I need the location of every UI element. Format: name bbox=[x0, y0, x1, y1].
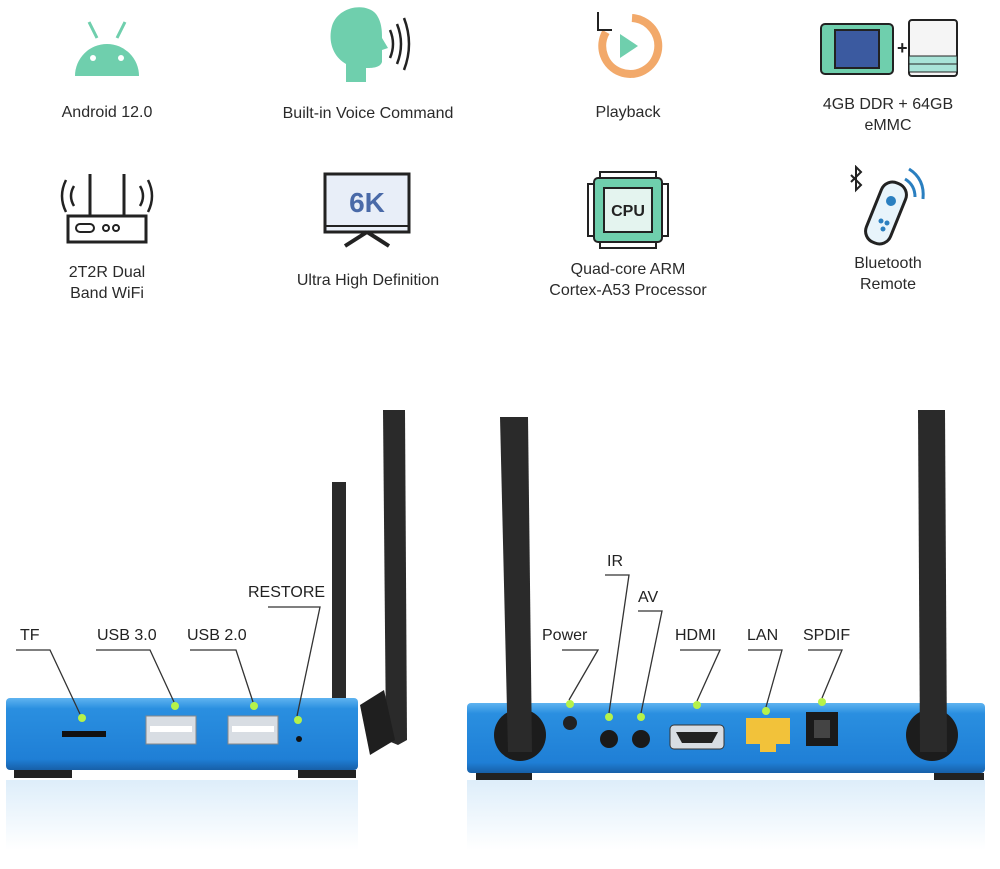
port-label-av: AV bbox=[638, 589, 659, 606]
feature-label: Playback bbox=[595, 104, 661, 121]
port-label-ir: IR bbox=[607, 553, 623, 570]
feature-label: Built-in Voice Command bbox=[282, 105, 454, 122]
voice-head-icon bbox=[330, 7, 411, 82]
feature-label: Ultra High Definition bbox=[296, 272, 440, 289]
wifi-router-icon bbox=[60, 174, 154, 244]
feature-playback: Playback bbox=[508, 10, 748, 123]
antenna bbox=[383, 410, 407, 745]
tf-slot bbox=[62, 731, 106, 737]
memory-storage-icon: + bbox=[820, 19, 958, 77]
back-view-device bbox=[467, 410, 985, 850]
leader-lines bbox=[562, 574, 843, 714]
port-label-usb3: USB 3.0 bbox=[97, 627, 157, 644]
android-icon bbox=[75, 21, 139, 76]
bluetooth-remote-icon bbox=[850, 165, 925, 246]
lan-port bbox=[746, 718, 790, 752]
svg-text:CPU: CPU bbox=[611, 203, 645, 220]
port-label-usb2: USB 2.0 bbox=[187, 627, 247, 644]
port-label-power: Power bbox=[542, 627, 588, 644]
bluetooth-icon bbox=[850, 165, 863, 193]
restore-hole bbox=[296, 736, 302, 742]
antenna bbox=[332, 482, 346, 704]
cpu-icon: CPU bbox=[587, 171, 669, 249]
leader-lines bbox=[16, 606, 321, 717]
port-label-lan: LAN bbox=[747, 627, 779, 644]
port-label-spdif: SPDIF bbox=[803, 627, 851, 644]
ir-port bbox=[600, 730, 618, 748]
antenna bbox=[918, 410, 947, 752]
power-port bbox=[563, 716, 577, 730]
port-label-hdmi: HDMI bbox=[675, 627, 716, 644]
feature-uhd: 6K Ultra High Definition bbox=[248, 172, 488, 291]
feature-label: Android 12.0 bbox=[61, 104, 153, 121]
svg-text:+: + bbox=[897, 38, 908, 58]
av-port bbox=[632, 730, 650, 748]
front-view-device bbox=[6, 410, 407, 850]
svg-text:6K: 6K bbox=[349, 187, 385, 218]
port-label-restore: RESTORE bbox=[248, 584, 326, 601]
monitor-6k-icon: 6K bbox=[323, 172, 411, 248]
antenna bbox=[500, 417, 532, 752]
feature-android: Android 12.0 bbox=[0, 18, 227, 123]
playback-icon bbox=[597, 12, 663, 78]
port-label-tf: TF bbox=[20, 627, 40, 644]
feature-voice-command: Built-in Voice Command bbox=[248, 2, 488, 124]
